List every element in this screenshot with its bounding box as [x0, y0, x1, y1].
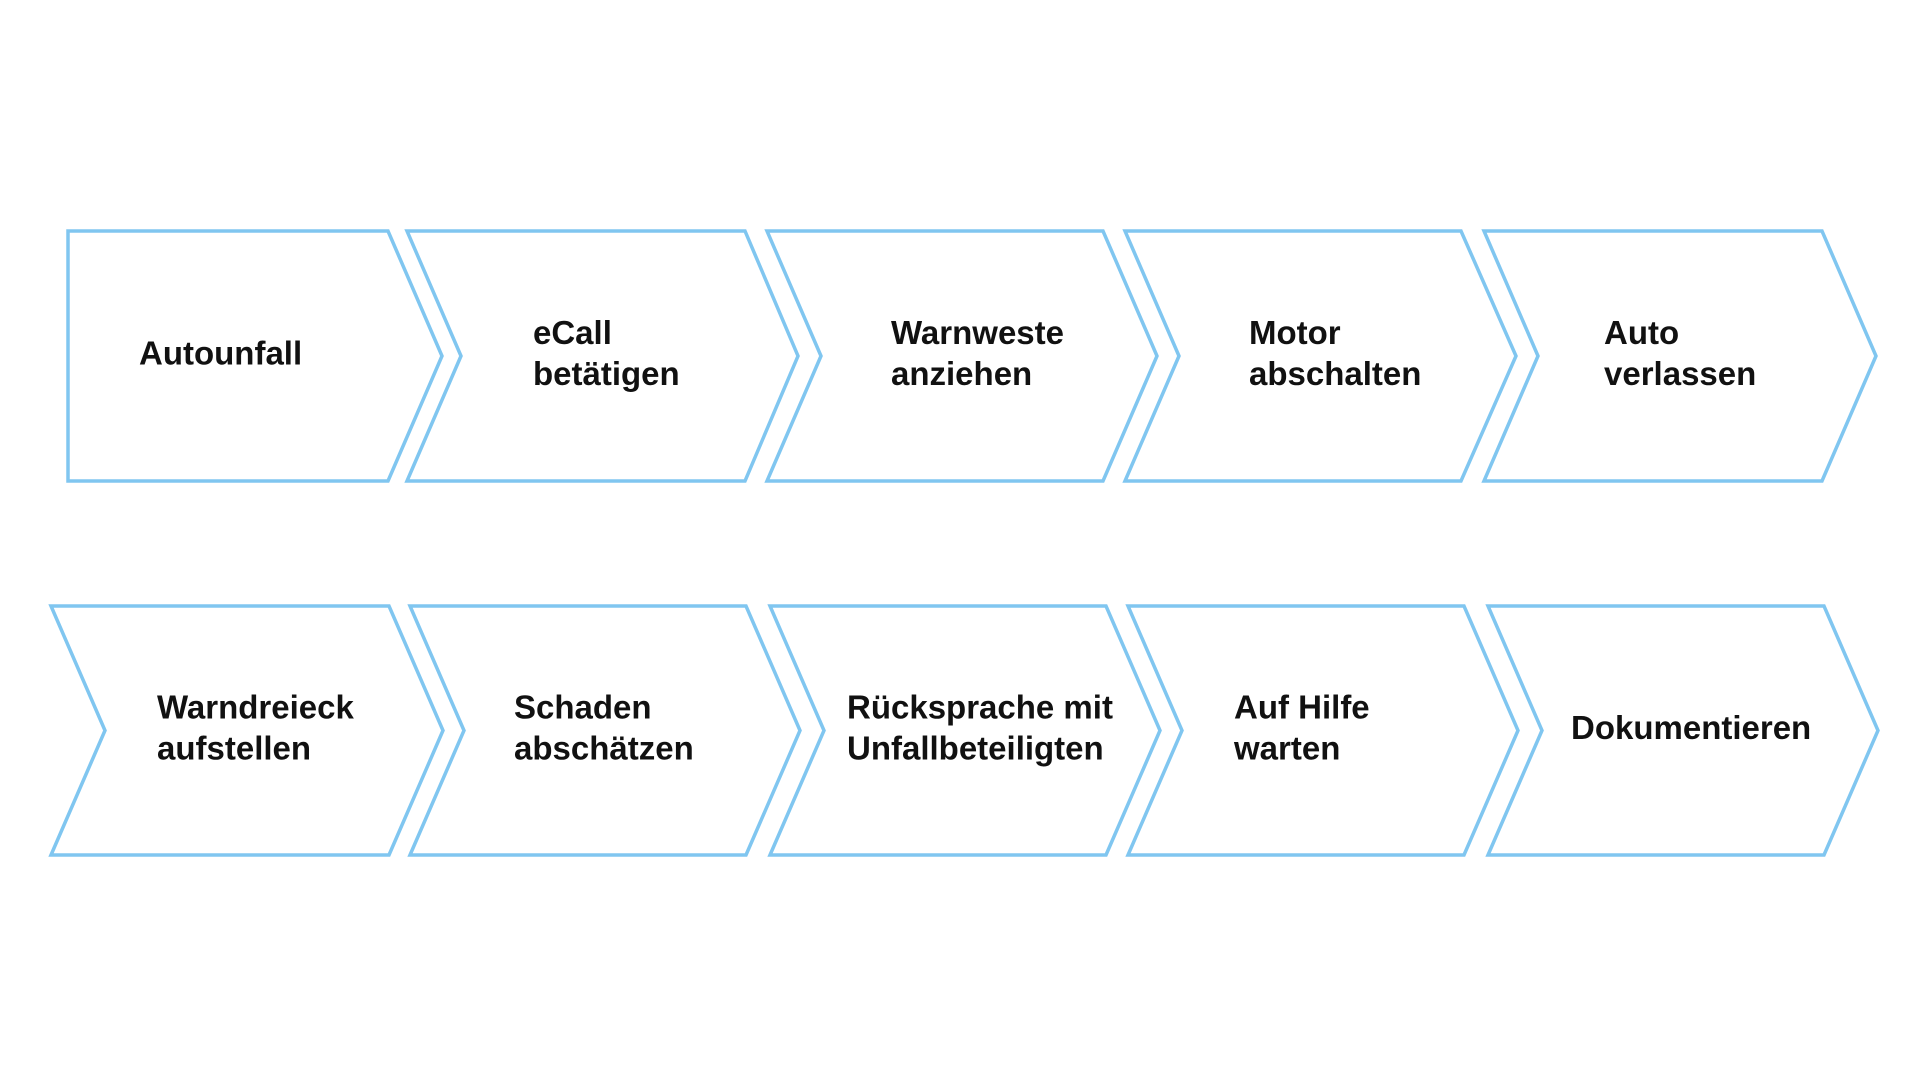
step-label-line: Schaden: [514, 689, 652, 726]
process-step: Auf Hilfe warten: [1125, 604, 1520, 857]
step-label-line: Unfallbeteiligten: [847, 730, 1104, 767]
flow-rows: Autounfall eCall betätigen Warnweste anziehe…: [48, 229, 1880, 857]
step-label-line: verlassen: [1604, 355, 1756, 392]
step-label-line: Auf Hilfe: [1234, 689, 1370, 726]
flow-row-2: Warndreieck aufstellen Schaden abschätzen Rü…: [48, 604, 1880, 857]
process-step: Warnweste anziehen: [764, 229, 1159, 483]
step-label-line: Warndreieck: [157, 689, 355, 726]
step-label-line: abschätzen: [514, 730, 694, 767]
chevron-arrow-shape: [1485, 604, 1880, 857]
step-label-line: anziehen: [891, 355, 1032, 392]
chevron-arrow-shape: [1122, 229, 1518, 483]
step-label-line: abschalten: [1249, 355, 1421, 392]
step-label-line: Motor: [1249, 314, 1341, 351]
process-step: Auto verlassen: [1481, 229, 1878, 483]
process-step: Dokumentieren: [1485, 604, 1880, 857]
chevron-arrow-shape: [404, 229, 800, 483]
step-label-line: Rücksprache mit: [847, 689, 1113, 726]
process-step: Motor abschalten: [1122, 229, 1518, 483]
step-label-line: betätigen: [533, 355, 680, 392]
step-label-line: aufstellen: [157, 730, 311, 767]
step-label-line: Warnweste: [891, 314, 1064, 351]
flow-row-1: Autounfall eCall betätigen Warnweste anziehe…: [66, 229, 1878, 483]
step-label-line: Auto: [1604, 314, 1679, 351]
step-label-line: Autounfall: [139, 335, 302, 372]
process-step: Schaden abschätzen: [407, 604, 802, 857]
step-label-line: warten: [1233, 730, 1340, 767]
process-step: Autounfall: [66, 229, 444, 483]
chevron-arrow-shape: [407, 604, 802, 857]
chevron-arrow-shape: [48, 604, 445, 857]
chevron-arrow-shape: [1125, 604, 1520, 857]
step-label-line: Dokumentieren: [1571, 709, 1811, 746]
process-step: Warndreieck aufstellen: [48, 604, 445, 857]
chevron-arrow-shape: [66, 229, 444, 483]
process-step: eCall betätigen: [404, 229, 800, 483]
chevron-arrow-shape: [764, 229, 1159, 483]
chevron-arrow-shape: [1481, 229, 1878, 483]
chevron-arrow-shape: [767, 604, 1162, 857]
step-label-line: eCall: [533, 314, 612, 351]
